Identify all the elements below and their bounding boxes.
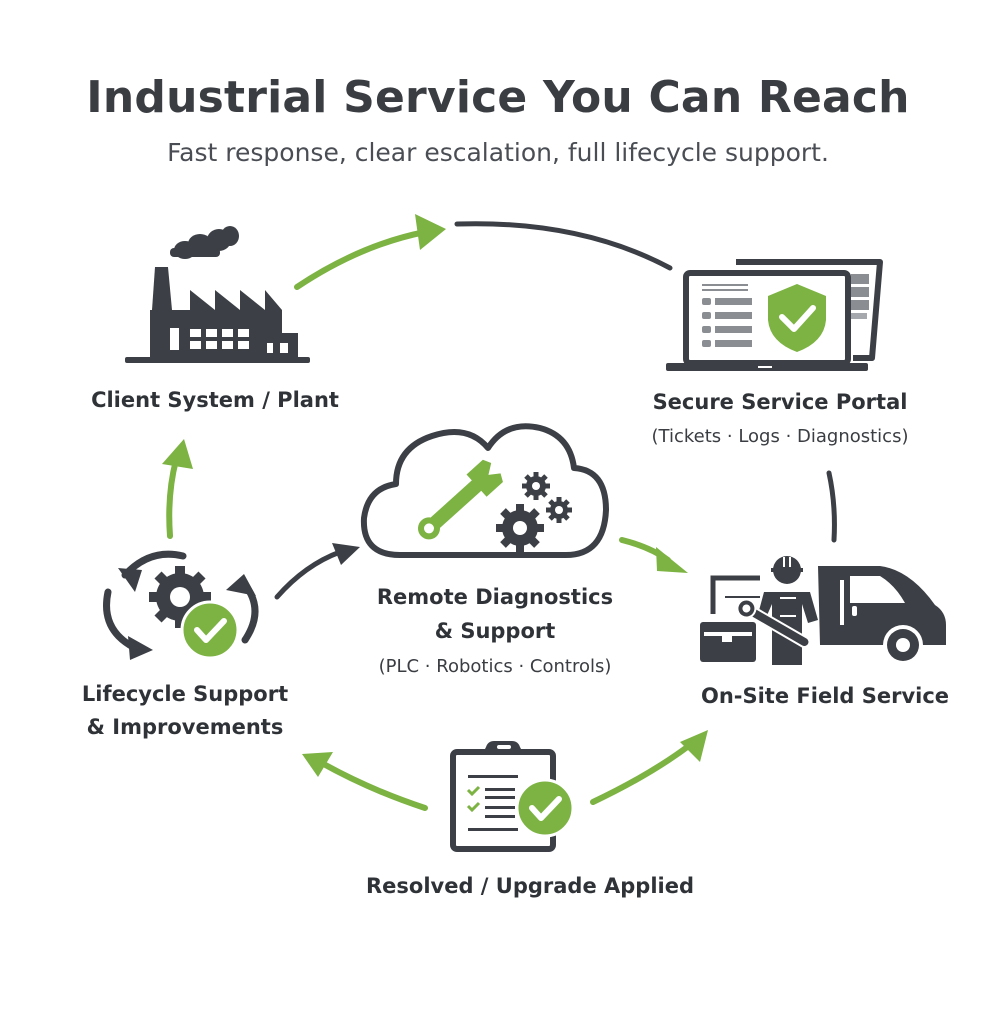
technician-van-icon bbox=[700, 556, 946, 665]
factory-icon bbox=[125, 226, 310, 363]
arrow-resolved-to-field bbox=[590, 730, 708, 805]
node-portal-label: Secure Service Portal bbox=[652, 390, 908, 414]
cloud-wrench-gears-icon bbox=[360, 423, 609, 558]
arrow-client-to-portal bbox=[294, 214, 446, 290]
arrow-resolved-to-lifecycle bbox=[302, 752, 428, 811]
connector-arc-top bbox=[454, 221, 673, 271]
node-resolved-label: Resolved / Upgrade Applied bbox=[365, 874, 694, 898]
arrow-lifecycle-to-remote bbox=[274, 543, 360, 600]
arrow-remote-to-field bbox=[619, 537, 688, 573]
node-remote-label-line2: & Support bbox=[434, 619, 556, 643]
node-remote-label-line1: Remote Diagnostics bbox=[376, 585, 614, 609]
node-remote-sublabel: (PLC · Robotics · Controls) bbox=[378, 656, 612, 677]
laptop-shield-icon bbox=[666, 259, 883, 371]
node-portal-sublabel: (Tickets · Logs · Diagnostics) bbox=[651, 426, 909, 447]
page-title: Industrial Service You Can Reach bbox=[86, 72, 910, 123]
arrow-lifecycle-to-client bbox=[162, 439, 193, 539]
page-subtitle: Fast response, clear escalation, full li… bbox=[167, 138, 829, 167]
node-client-label: Client System / Plant bbox=[91, 388, 339, 412]
connector-portal-to-field bbox=[826, 470, 837, 543]
clipboard-check-icon bbox=[450, 741, 575, 852]
node-lifecycle-label-line2: & Improvements bbox=[86, 715, 284, 739]
cycle-gear-check-icon bbox=[103, 550, 259, 660]
node-field-label: On-Site Field Service bbox=[700, 684, 950, 708]
node-lifecycle-label-line1: Lifecycle Support bbox=[81, 682, 289, 706]
